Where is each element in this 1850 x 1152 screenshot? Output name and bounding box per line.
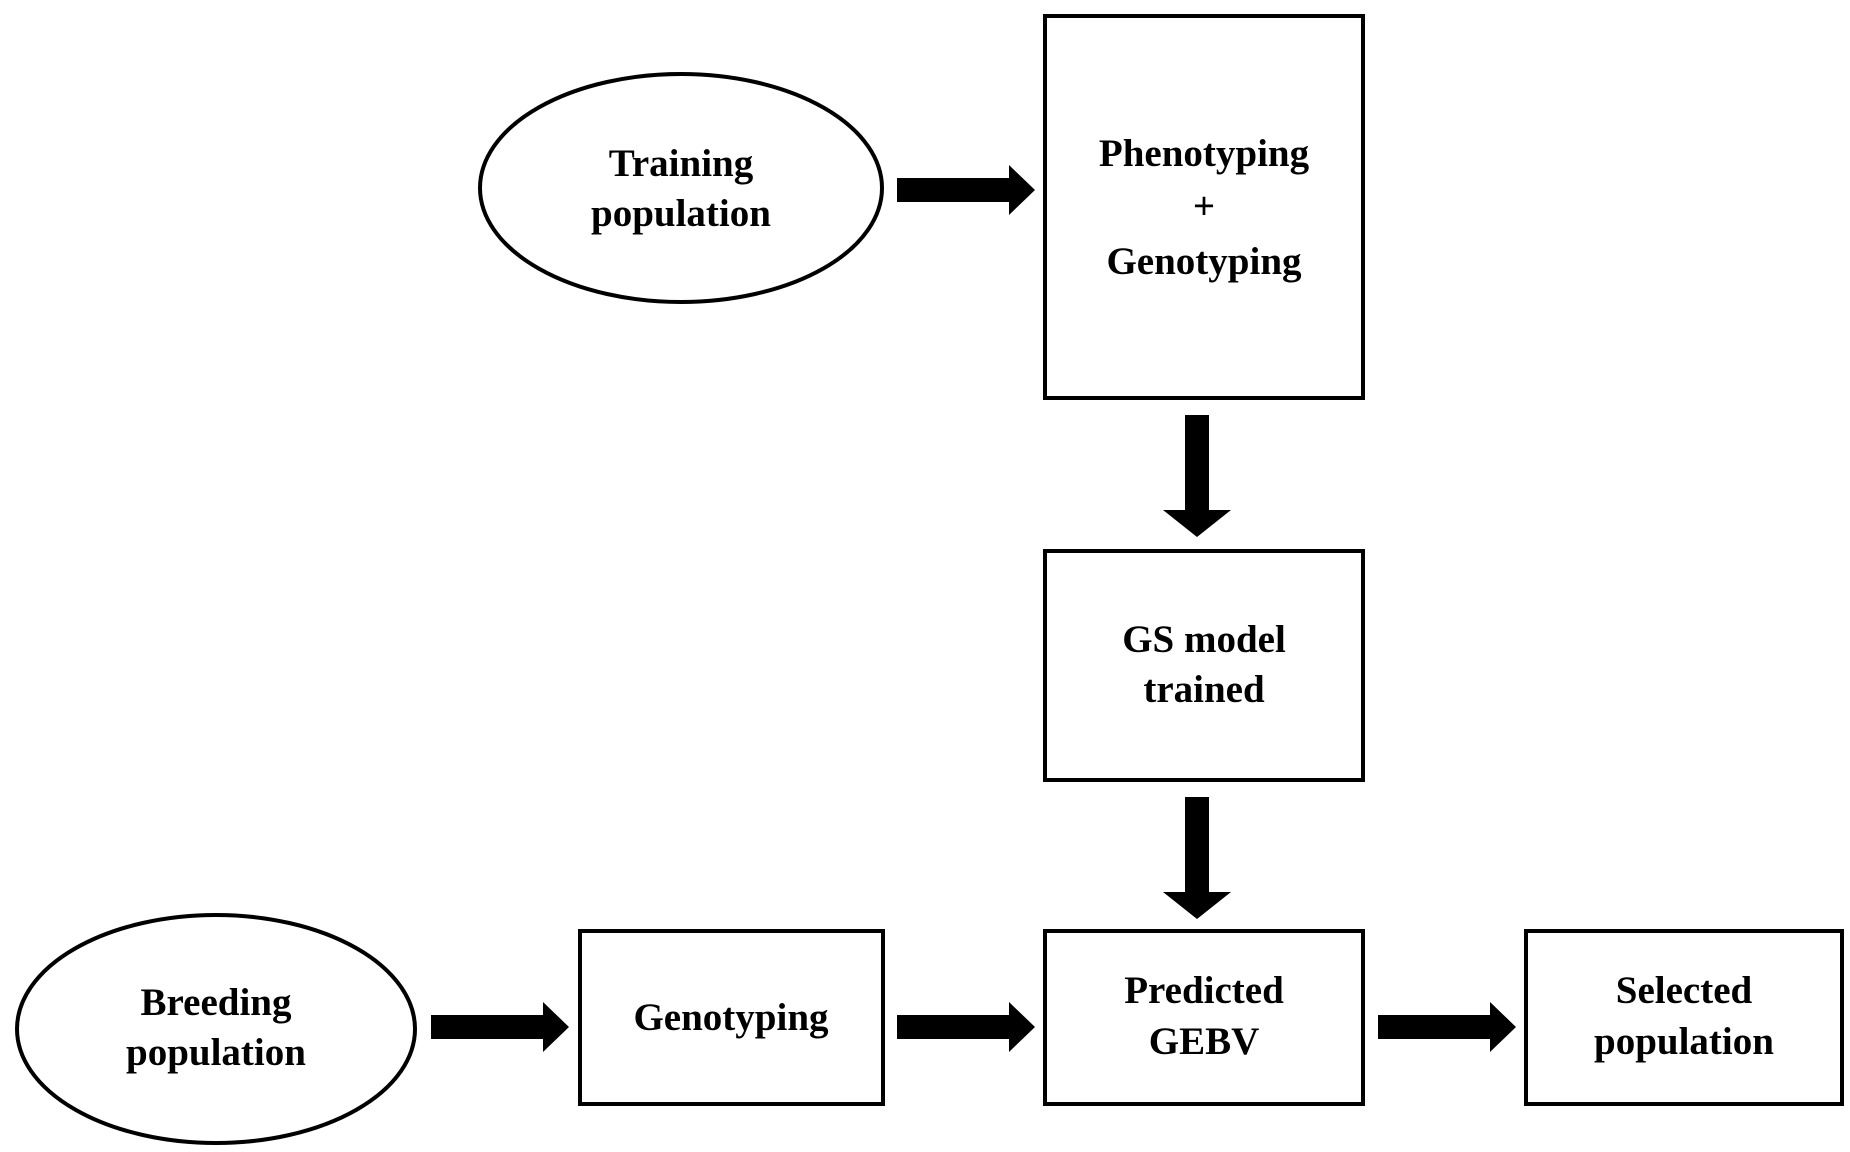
node-breeding-population: Breeding population (15, 913, 417, 1145)
training-population-label-line2: population (591, 192, 771, 235)
phenotyping-genotyping-label-line1: Phenotyping (1099, 132, 1310, 175)
gs-model-label-line2: trained (1143, 668, 1265, 711)
training-population-ellipse (478, 72, 884, 304)
node-predicted-gebv: Predicted GEBV (1043, 929, 1365, 1106)
node-genotyping: Genotyping (578, 929, 885, 1106)
phenotyping-genotyping-label-line3: Genotyping (1106, 240, 1302, 283)
node-phenotyping-genotyping: Phenotyping + Genotyping (1043, 14, 1365, 400)
gs-model-label-line1: GS model (1122, 618, 1286, 661)
gs-model-box (1043, 549, 1365, 782)
selected-population-label-line1: Selected (1616, 969, 1753, 1012)
breeding-population-ellipse (15, 913, 417, 1145)
node-training-population: Training population (478, 72, 884, 304)
breeding-population-label-line2: population (126, 1031, 306, 1074)
breeding-population-label-line1: Breeding (141, 981, 292, 1024)
selected-population-label-line2: population (1594, 1020, 1774, 1063)
predicted-gebv-box (1043, 929, 1365, 1106)
genotyping-box (578, 929, 885, 1106)
phenotyping-genotyping-label-line2: + (1193, 185, 1215, 228)
training-population-label-line1: Training (609, 142, 754, 185)
arrow-training-to-phenotyping (897, 165, 1035, 215)
phenotyping-genotyping-box (1043, 14, 1365, 400)
predicted-gebv-label-line2: GEBV (1149, 1020, 1260, 1063)
node-selected-population: Selected population (1524, 929, 1844, 1106)
arrow-genotyping-to-predicted-gebv (897, 1002, 1035, 1052)
predicted-gebv-label-line1: Predicted (1124, 969, 1284, 1012)
arrow-breeding-to-genotyping (431, 1002, 569, 1052)
selected-population-box (1524, 929, 1844, 1106)
genotyping-label: Genotyping (633, 996, 829, 1039)
arrow-phenotyping-to-gs-model (1163, 415, 1231, 537)
arrow-predicted-gebv-to-selected (1378, 1002, 1516, 1052)
node-gs-model-trained: GS model trained (1043, 549, 1365, 782)
arrow-gs-model-to-predicted-gebv (1163, 797, 1231, 919)
